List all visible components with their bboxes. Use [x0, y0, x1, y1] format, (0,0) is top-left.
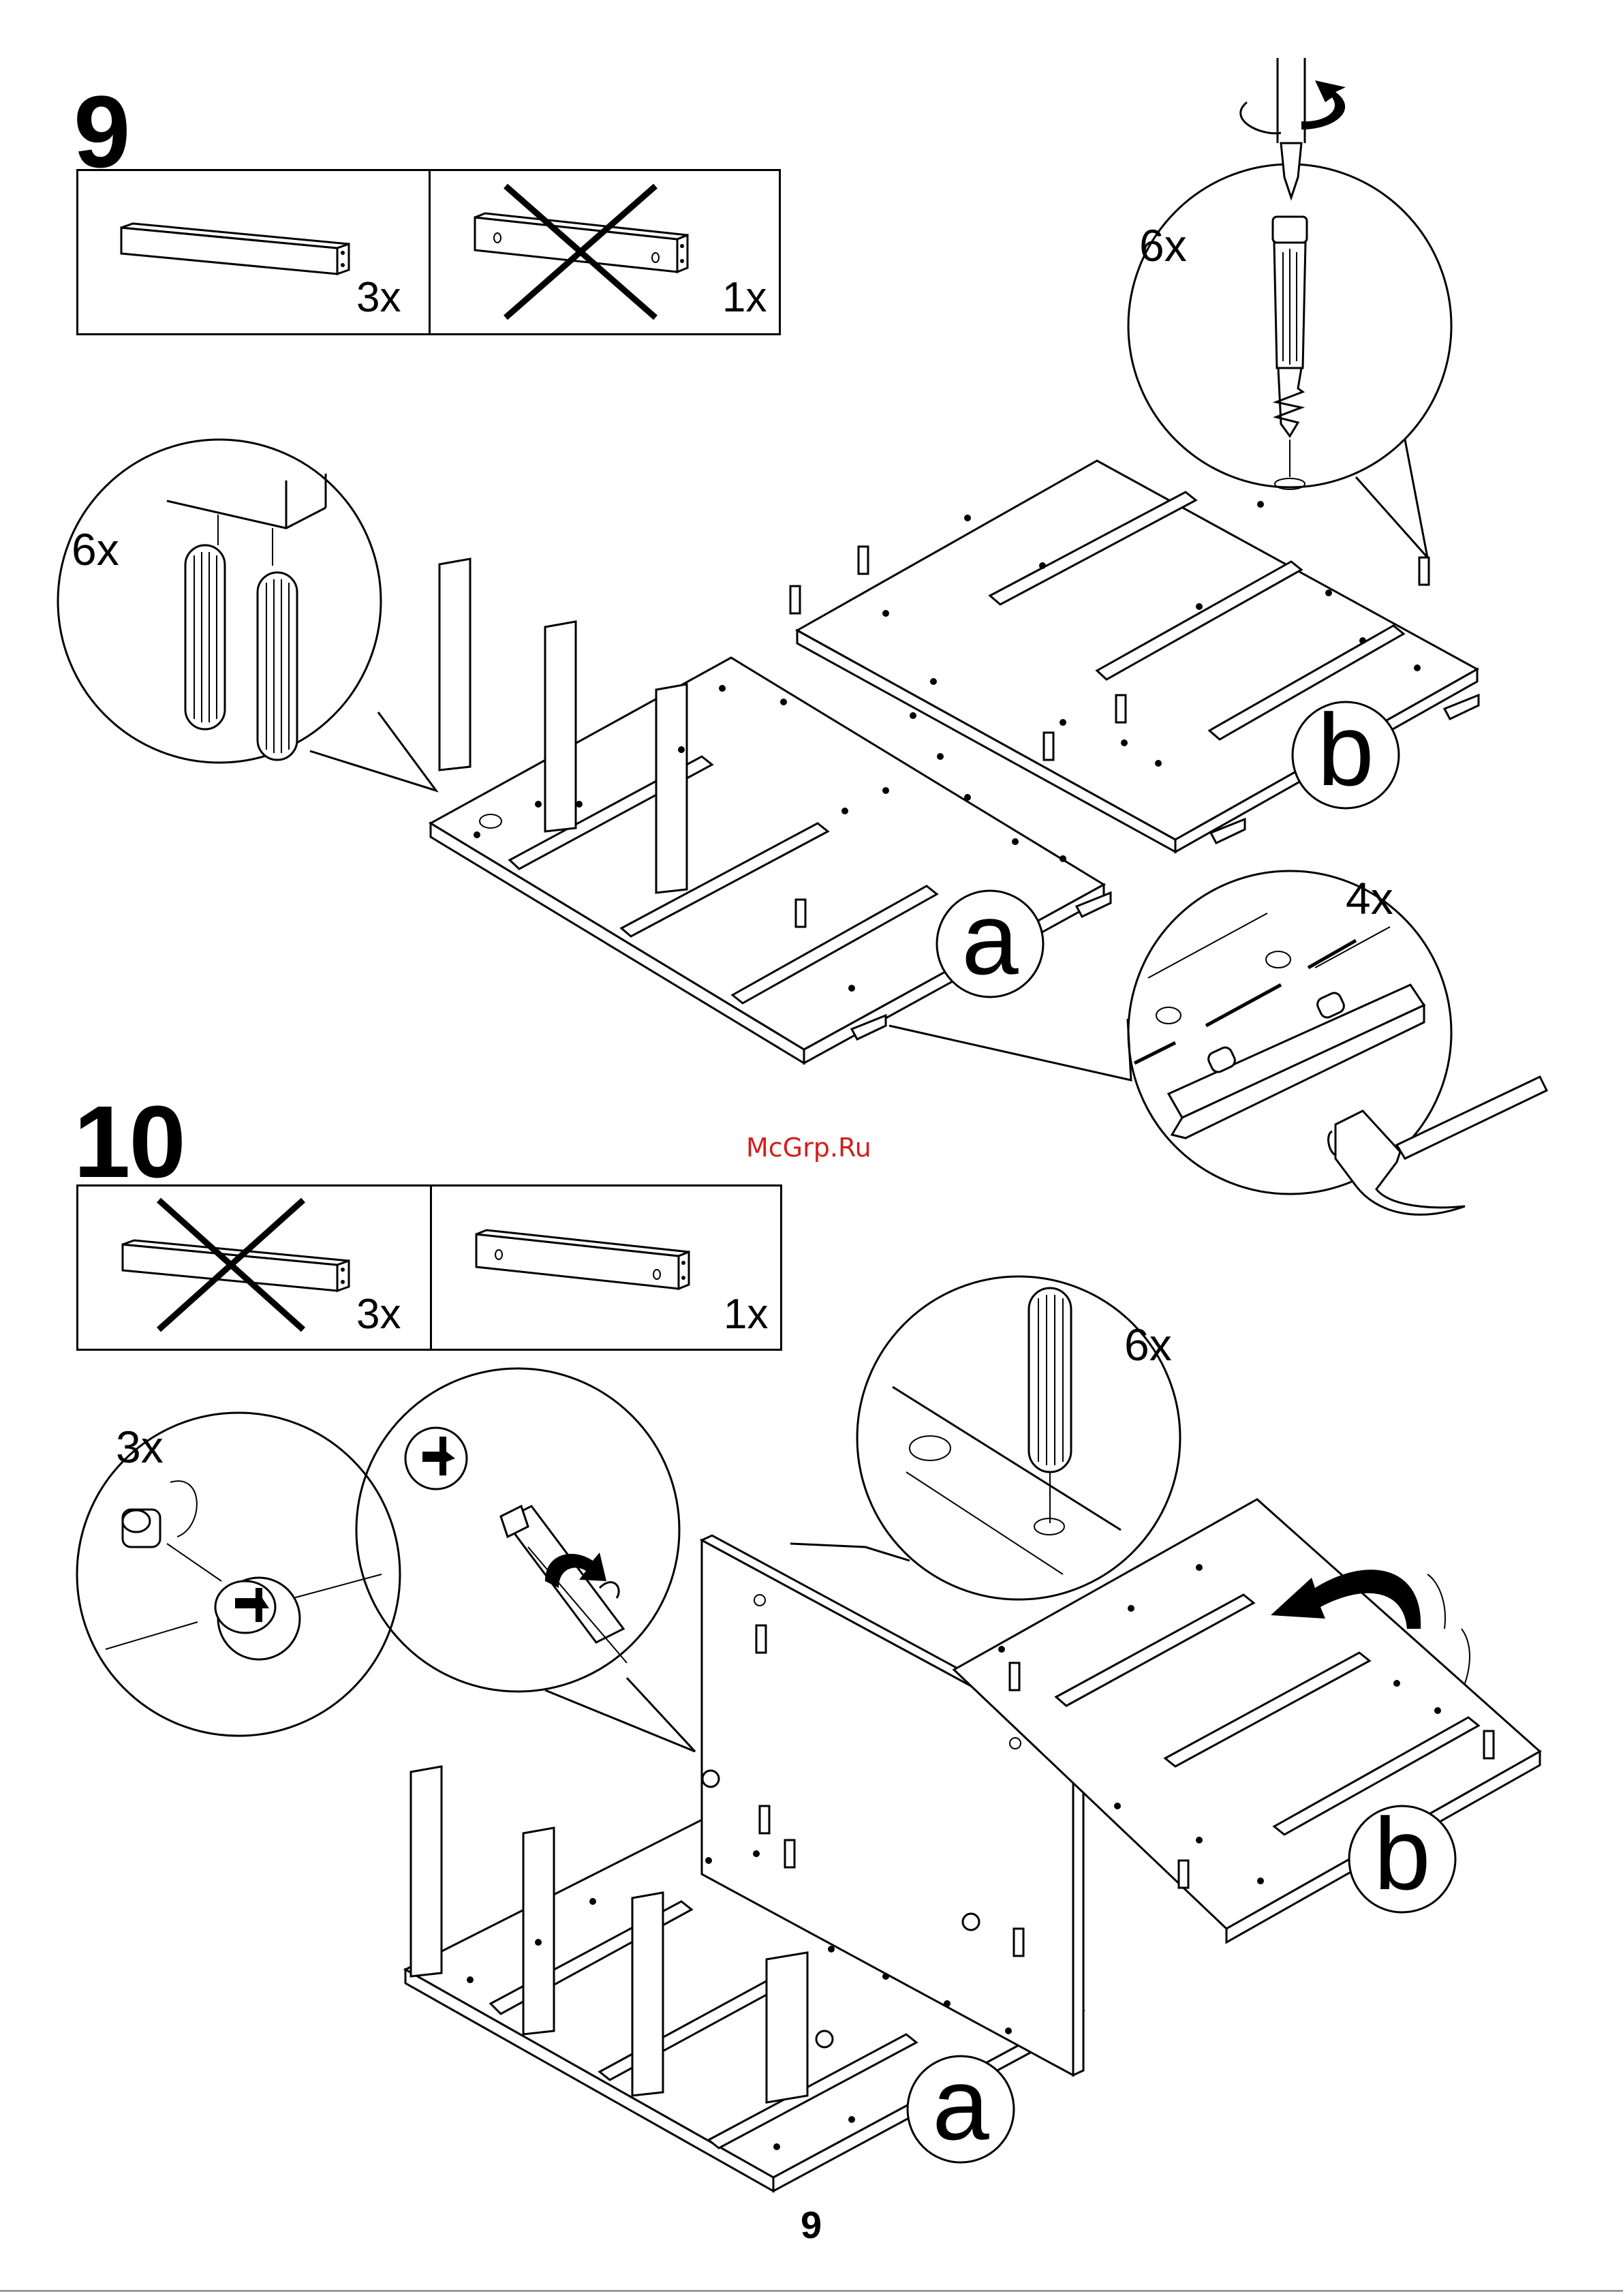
step-10-panel-a-label: a — [908, 2053, 1014, 2155]
step-10-panel-b-label: b — [1349, 1803, 1455, 1905]
page-number: 9 — [801, 2203, 822, 2247]
bottom-rule — [0, 2290, 1623, 2292]
